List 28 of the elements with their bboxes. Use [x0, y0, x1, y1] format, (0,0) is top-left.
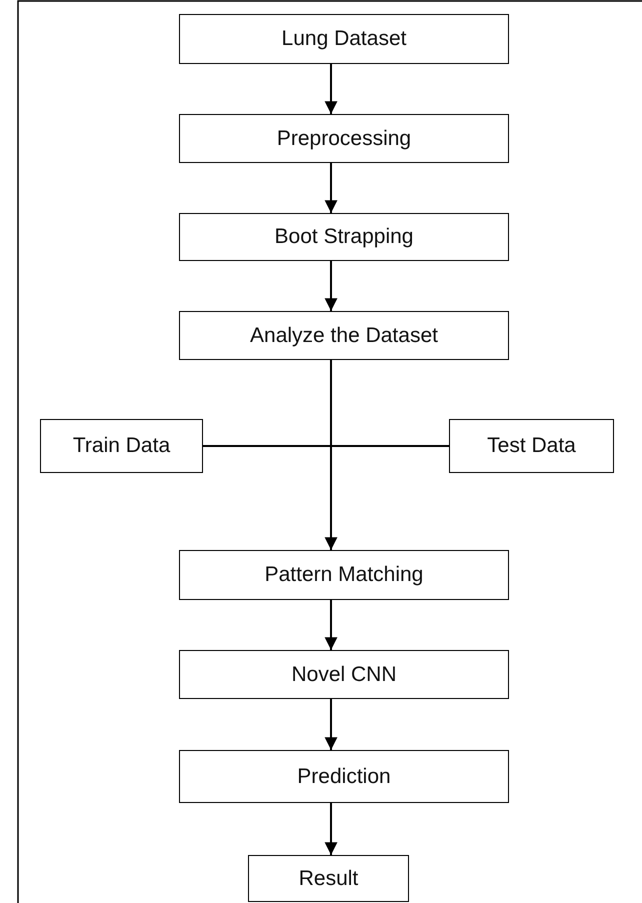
- process-box: [179, 550, 509, 600]
- process-box: [449, 419, 614, 473]
- box-label: Novel CNN: [291, 662, 397, 686]
- box-label: Analyze the Dataset: [250, 324, 438, 348]
- box-label: Train Data: [72, 434, 170, 458]
- arrow: [324, 64, 338, 114]
- box-label: Result: [298, 866, 358, 890]
- arrow: [324, 360, 338, 550]
- process-box: [248, 855, 409, 902]
- arrow: [324, 261, 338, 311]
- box-label: Test Data: [487, 434, 576, 458]
- process-box: [40, 419, 203, 473]
- process-box: [179, 14, 509, 64]
- process-box: [179, 213, 509, 261]
- box-label: Preprocessing: [276, 126, 412, 150]
- arrow: [324, 699, 338, 750]
- process-box: [179, 750, 509, 803]
- process-box: [179, 114, 509, 163]
- arrow: [324, 600, 338, 650]
- process-box: [179, 650, 509, 699]
- connector-line: [203, 445, 449, 447]
- process-box: [179, 311, 509, 360]
- arrow: [324, 163, 338, 213]
- box-label: Pattern Matching: [264, 563, 424, 587]
- box-label: Prediction: [297, 764, 391, 788]
- box-label: Lung Dataset: [282, 27, 406, 51]
- arrow: [324, 803, 338, 855]
- box-label: Boot Strapping: [274, 225, 414, 249]
